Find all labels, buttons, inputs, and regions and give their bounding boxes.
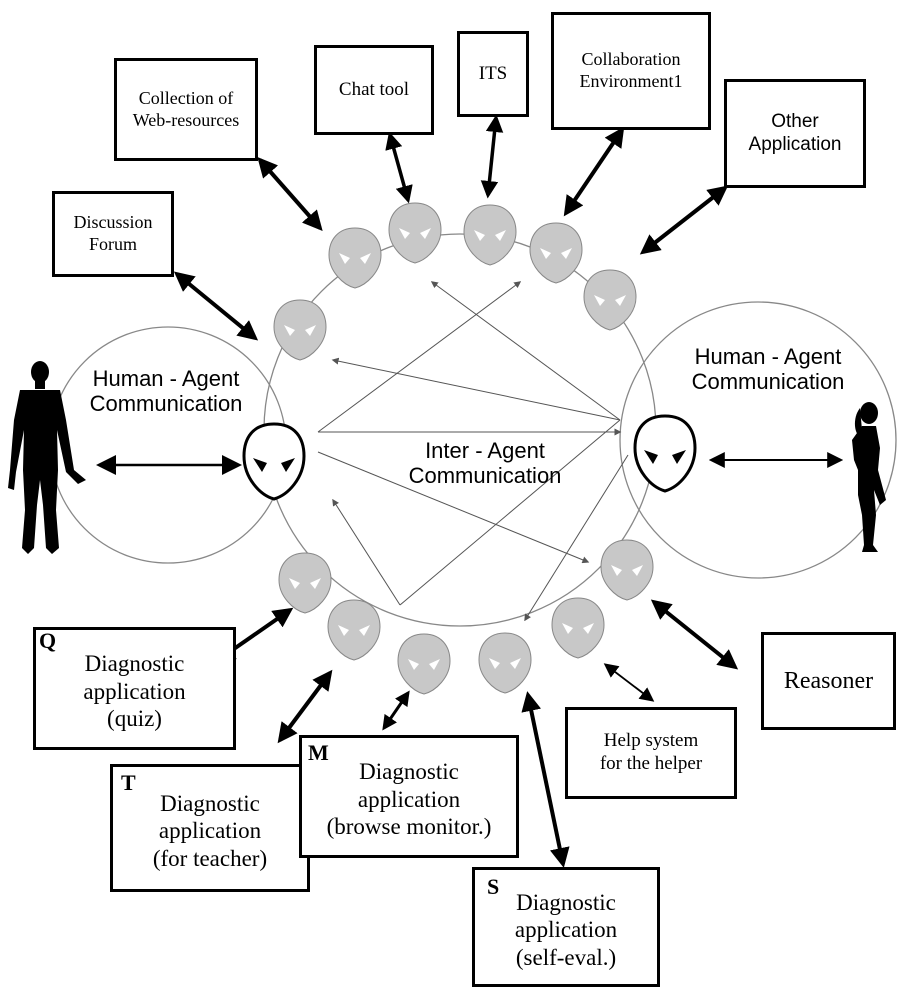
box-label: Environment1 [579,71,683,91]
left-human-agent-label: Human - Agent Communication [66,366,266,417]
box-label: Diagnostic [516,889,616,915]
box-label: Diagnostic [160,790,260,816]
box-label: (for teacher) [152,845,268,871]
left-big-agent-icon [242,422,306,501]
chat-tool-box: Chat tool [314,45,434,135]
right-big-agent-icon [633,414,697,493]
box-label: application [514,917,618,943]
letter-t: T [121,770,136,795]
agent-icon [583,269,637,331]
agent-icon [600,539,654,601]
label-line: Communication [691,369,845,395]
box-label: Collection of [138,87,234,108]
label-line: Human - Agent [694,344,842,369]
inter-agent-label: Inter - Agent Communication [375,438,595,489]
box-label: Chat tool [338,78,410,100]
box-label: Diagnostic [84,651,185,677]
box-label: (browse monitor.) [326,814,492,840]
box-label: Web-resources [132,109,240,130]
agent-icon [397,633,451,695]
box-label: application [83,678,186,704]
box-label: Other [771,110,819,132]
female-human-icon [852,402,886,552]
box-label: Diagnostic [359,759,459,785]
agent-icon [478,632,532,694]
label-line: Inter - Agent [425,438,545,463]
agent-icon [551,597,605,659]
agent-icon [278,552,332,614]
box-label: application [158,818,262,844]
reasoner-box: Reasoner [761,632,896,730]
agent-icon [328,227,382,289]
box-label: Discussion [73,212,153,233]
box-label: Help system [603,730,699,752]
box-label: Application [748,133,842,155]
box-connector-arrows [173,114,739,868]
agent-icon [273,299,327,361]
box-label: Forum [88,234,137,254]
right-human-agent-label: Human - Agent Communication [668,344,868,395]
letter-s: S [487,874,500,899]
its-box: ITS [457,31,529,117]
box-label: for the helper [599,753,703,774]
agent-icon [388,202,442,264]
box-label: Reasoner [783,667,874,694]
right-human-agent-circle [619,301,897,579]
letter-q: Q [39,628,57,653]
male-human-icon [8,361,86,554]
agent-icon [529,222,583,284]
label-line: Communication [89,391,243,417]
box-label: Collaboration [581,49,681,70]
box-label: application [357,786,461,812]
box-label: (quiz) [107,706,162,732]
agent-icon [463,204,517,266]
box-label: (self-eval.) [515,944,617,970]
inter-agent-arrows [317,281,629,622]
box-label: ITS [478,62,508,84]
label-line: Human - Agent [92,366,240,391]
letter-m: M [308,740,329,765]
agent-icon [327,599,381,661]
label-line: Communication [408,463,562,489]
